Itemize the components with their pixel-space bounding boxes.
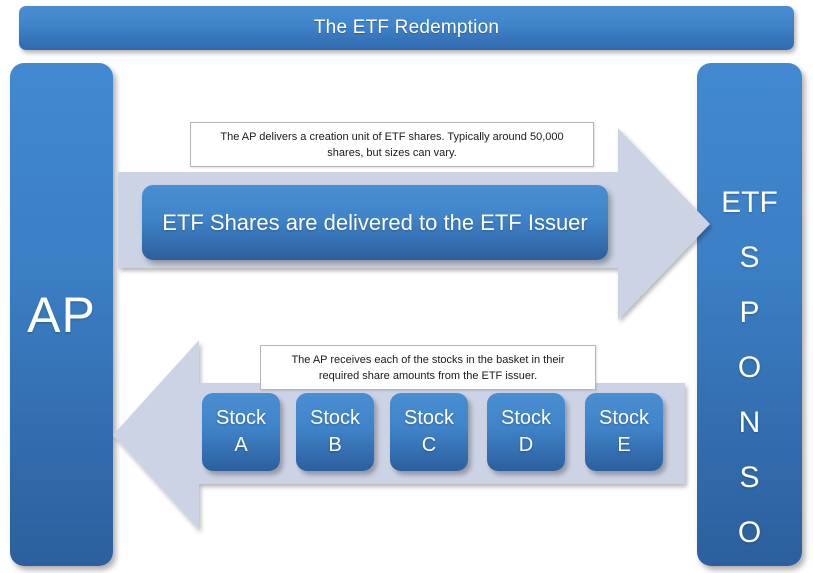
stock-box: Stock D bbox=[487, 393, 565, 471]
ap-panel-label: AP bbox=[27, 286, 96, 343]
outbound-callout-text: The AP delivers a creation unit of ETF s… bbox=[220, 130, 564, 159]
etf-shares-message-box: ETF Shares are delivered to the ETF Issu… bbox=[142, 185, 608, 260]
diagram-title-banner: The ETF Redemption bbox=[19, 6, 794, 50]
stock-box-label: Stock A bbox=[215, 407, 267, 456]
outbound-callout-note: The AP delivers a creation unit of ETF s… bbox=[190, 122, 594, 167]
stock-box: Stock B bbox=[296, 393, 374, 471]
stock-box-label: Stock D bbox=[500, 407, 552, 456]
etf-sponsor-panel: ETF S P O N S O R bbox=[697, 63, 802, 573]
ap-panel: AP bbox=[10, 63, 113, 566]
stock-box: Stock E bbox=[585, 393, 663, 471]
stock-box: Stock C bbox=[390, 393, 468, 471]
stock-box-label: Stock E bbox=[598, 407, 650, 456]
stock-box: Stock A bbox=[202, 393, 280, 471]
etf-shares-message-text: ETF Shares are delivered to the ETF Issu… bbox=[162, 209, 588, 235]
inbound-callout-note: The AP receives each of the stocks in th… bbox=[260, 345, 596, 390]
stock-box-label: Stock B bbox=[309, 407, 361, 456]
stock-box-label: Stock C bbox=[403, 407, 455, 456]
page-title: The ETF Redemption bbox=[313, 17, 500, 38]
inbound-callout-text: The AP receives each of the stocks in th… bbox=[291, 353, 565, 382]
etf-sponsor-panel-label: ETF S P O N S O R bbox=[721, 186, 778, 573]
